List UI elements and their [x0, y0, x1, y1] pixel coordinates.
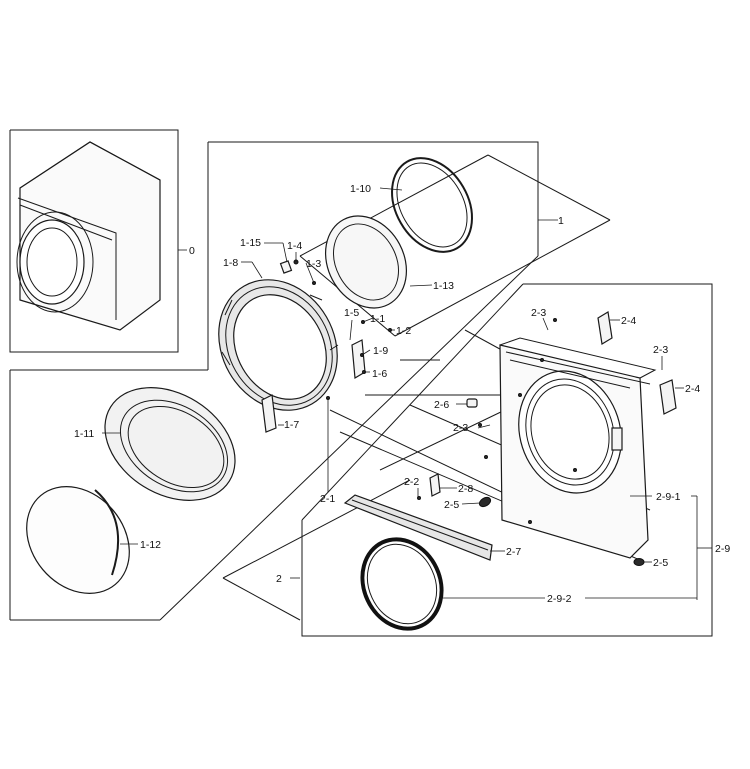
label-1-5: 1-5 — [344, 307, 359, 319]
label-2-4-top: 2-4 — [621, 315, 636, 327]
label-1-9: 1-9 — [373, 345, 388, 357]
label-2-9-2: 2-9-2 — [547, 593, 572, 605]
label-2-6: 2-6 — [434, 399, 449, 411]
label-2-9: 2-9 — [715, 543, 730, 555]
appliance-cabinet — [16, 141, 161, 331]
label-1-11: 1-11 — [74, 428, 94, 440]
label-1-3: 1-3 — [306, 258, 321, 270]
frame-lines — [9, 129, 713, 637]
label-2-2: 2-2 — [404, 476, 419, 488]
label-2-3-top: 2-3 — [531, 307, 546, 319]
label-1-7: 1-7 — [284, 419, 299, 431]
label-2-3-right: 2-3 — [653, 344, 668, 356]
door-frame — [218, 279, 339, 411]
door-gasket-ring — [391, 157, 473, 253]
label-1-1: 1-1 — [370, 313, 385, 325]
label-1-15: 1-15 — [240, 237, 261, 249]
label-2-4-right: 2-4 — [685, 383, 700, 395]
label-1: 1 — [558, 215, 564, 227]
label-2-5-left: 2-5 — [444, 499, 459, 511]
door-glass — [26, 486, 130, 594]
panel-gasket-ring — [360, 537, 444, 631]
label-2-8: 2-8 — [458, 483, 473, 495]
label-2: 2 — [276, 573, 282, 585]
label-1-2: 1-2 — [396, 325, 411, 337]
label-2-9-1: 2-9-1 — [656, 491, 681, 503]
label-2-7: 2-7 — [506, 546, 521, 558]
label-1-12: 1-12 — [140, 539, 161, 551]
hinges — [597, 311, 677, 415]
label-1-8: 1-8 — [223, 257, 238, 269]
label-1-6: 1-6 — [372, 368, 387, 380]
label-2-3-mid: 2-3 — [453, 422, 468, 434]
door-outer-trim — [104, 387, 236, 501]
control-panel-bar — [343, 494, 493, 561]
front-panel — [499, 318, 657, 559]
leader-lines — [102, 187, 712, 600]
label-0: 0 — [189, 245, 195, 257]
door-small-parts — [261, 259, 392, 433]
label-2-1: 2-1 — [320, 493, 335, 505]
label-1-13: 1-13 — [433, 280, 454, 292]
label-2-5-right: 2-5 — [653, 557, 668, 569]
part-labels: 0 1 1-1 1-2 1-3 1-4 1-5 1-6 1-7 1-8 1-9 … — [74, 183, 730, 605]
label-1-10: 1-10 — [350, 183, 371, 195]
inner-glass — [324, 215, 408, 309]
label-1-4: 1-4 — [287, 240, 302, 252]
panel-small-parts — [417, 398, 645, 566]
